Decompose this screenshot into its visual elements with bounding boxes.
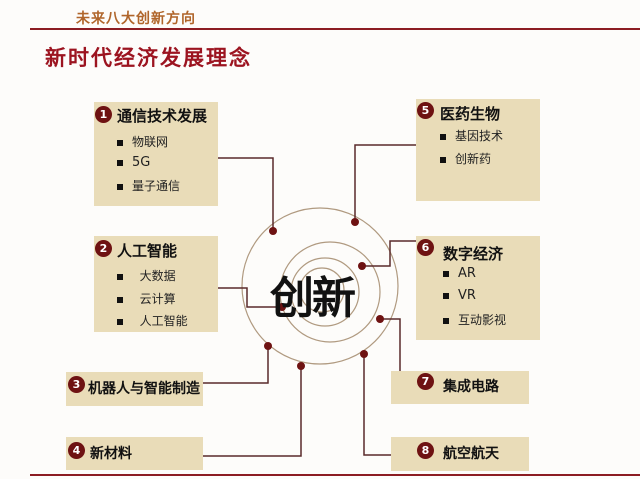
box-title: 人工智能 (117, 242, 178, 260)
node-dot (376, 315, 384, 323)
box-new-materials (66, 437, 203, 470)
connector-6 (362, 240, 416, 267)
list-item: 互动影视 (443, 311, 506, 328)
node-dot (297, 362, 305, 370)
connector-3 (203, 346, 269, 384)
node-dot (351, 218, 359, 226)
header-divider (30, 28, 640, 30)
section-header: 未来八大创新方向 (76, 11, 196, 27)
node-dot (358, 262, 366, 270)
list-item: 大数据 (117, 267, 176, 284)
box-title: 通信技术发展 (117, 107, 208, 125)
core-ring (299, 267, 345, 313)
box-title: 航空航天 (443, 446, 499, 462)
box-aerospace (391, 437, 529, 471)
connector-8 (363, 354, 391, 456)
connector-4 (203, 366, 302, 457)
connector-1 (218, 157, 274, 231)
node-dot (269, 227, 277, 235)
badge-6: 6 (417, 239, 434, 256)
badge-2: 2 (95, 240, 112, 257)
box-robotics (66, 372, 203, 406)
connector-5 (354, 144, 416, 222)
box-title: 集成电路 (443, 379, 499, 395)
outer-ring (241, 207, 399, 365)
inner-ring (290, 257, 360, 327)
badge-5: 5 (417, 102, 434, 119)
box-digital-economy (416, 236, 540, 340)
connector-2 (218, 287, 282, 308)
badge-8: 8 (417, 442, 434, 459)
list-item: 5G (117, 155, 150, 170)
list-item: 云计算 (117, 290, 176, 307)
box-title: 机器人与智能制造 (88, 381, 200, 397)
box-communication (94, 102, 218, 206)
box-title: 数字经济 (443, 245, 504, 263)
box-title: 新材料 (90, 446, 132, 462)
box-biomed (416, 99, 540, 201)
list-item: AR (443, 266, 476, 281)
box-ai (94, 236, 218, 332)
page-title: 新时代经济发展理念 (45, 45, 252, 70)
list-item: 基因技术 (440, 127, 503, 144)
node-dot (264, 342, 272, 350)
box-ic (391, 371, 529, 404)
badge-3: 3 (68, 376, 85, 393)
node-dot (278, 303, 286, 311)
list-item: 量子通信 (117, 177, 180, 194)
list-item: 人工智能 (117, 312, 188, 329)
list-item: 物联网 (117, 133, 168, 150)
middle-ring (279, 241, 381, 343)
node-dot (360, 350, 368, 358)
badge-7: 7 (417, 373, 434, 390)
list-item: 创新药 (440, 150, 491, 167)
box-title: 医药生物 (440, 105, 501, 123)
footer-divider (30, 474, 640, 476)
badge-4: 4 (68, 442, 85, 459)
badge-1: 1 (95, 106, 112, 123)
list-item: VR (443, 288, 476, 303)
center-label: 创新 (270, 273, 356, 324)
